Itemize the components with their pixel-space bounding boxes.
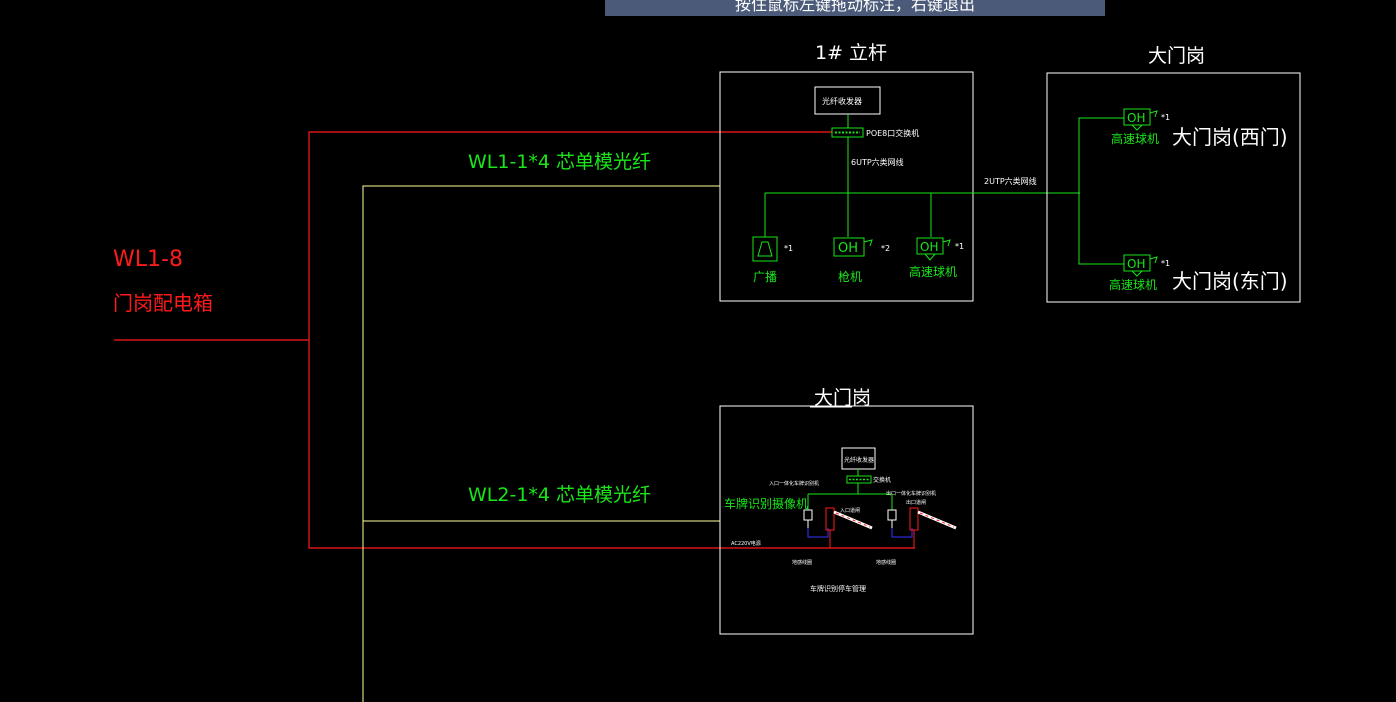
bullet-camera-count: *2	[881, 244, 890, 253]
pole-frame	[719, 71, 974, 302]
right-plate-camera-icon	[887, 509, 897, 528]
right-blue-loop	[891, 528, 913, 538]
left-note: 入口一体化车牌识别机	[769, 480, 819, 487]
east-camera-label: 高速球机	[1109, 277, 1157, 292]
dome-camera-east-icon	[1123, 254, 1158, 277]
gatehouse-title: 大门岗	[1148, 45, 1205, 67]
gate-frame	[719, 405, 974, 635]
west-camera-label: 高速球机	[1111, 131, 1159, 146]
pole-cabinet-label: 光纤收发器	[822, 96, 862, 106]
utp-vertical-label: 6UTP六类网线	[851, 157, 904, 167]
gate-title: 大门岗	[814, 387, 871, 409]
gate-cabinet-label: 光纤收发器	[844, 456, 874, 464]
plate-camera-label: 车牌识别摄像机	[724, 496, 808, 511]
cable-label-wl2: WL2-1*4 芯单模光纤	[468, 484, 651, 506]
parking-system-label: 车牌识别停车管理	[810, 584, 866, 593]
fiber-line-wl1	[362, 185, 720, 702]
west-gate-location: 大门岗(西门)	[1172, 125, 1288, 149]
dome-camera-symbol: OH	[920, 240, 938, 254]
west-camera-symbol: OH	[1127, 111, 1145, 125]
left-blue-loop	[807, 528, 829, 538]
right-barrier-label: 出口道闸	[906, 499, 926, 506]
poe-switch-label: POE8口交换机	[866, 128, 919, 138]
tooltip-text: 按住鼠标左键拖动标注，右键退出	[734, 0, 975, 14]
bullet-camera-icon	[833, 237, 873, 257]
ac-power-label: AC220V电源	[731, 540, 761, 547]
utp-horizontal-label: 2UTP六类网线	[984, 176, 1037, 186]
dome-camera-count: *1	[955, 242, 964, 251]
ground-left-label: 地感线圈	[792, 559, 812, 566]
tooltip-banner: 按住鼠标左键拖动标注，右键退出	[605, 0, 1105, 16]
pole-title: 1# 立杆	[815, 42, 887, 64]
speaker-icon	[752, 236, 778, 262]
east-gate-location: 大门岗(东门)	[1172, 269, 1288, 293]
circuit-label: WL1-8	[113, 247, 183, 272]
cable-label-wl1: WL1-1*4 芯单模光纤	[468, 151, 651, 173]
distribution-box-label: 门岗配电箱	[113, 291, 213, 315]
speaker-label: 广播	[753, 270, 777, 284]
east-camera-count: *1	[1161, 259, 1170, 268]
left-barrier-label: 入口道闸	[840, 507, 860, 514]
east-camera-symbol: OH	[1127, 257, 1145, 271]
gatehouse-frame	[1046, 72, 1301, 303]
gate-switch-label: 交换机	[873, 476, 891, 484]
speaker-count: *1	[784, 244, 793, 253]
left-plate-camera-icon	[803, 509, 813, 528]
red-feeder-lower	[308, 340, 915, 549]
ground-right-label: 地感线圈	[876, 559, 896, 566]
gate-switch-icon	[846, 475, 872, 484]
gatehouse-branch	[1078, 117, 1124, 265]
red-feeder-upper	[308, 131, 832, 340]
right-barrier-icon	[909, 507, 957, 531]
dome-camera-west-icon	[1123, 108, 1158, 131]
right-note: 出口一体化车牌识别机	[886, 490, 936, 497]
dome-camera-icon	[916, 237, 951, 261]
bullet-camera-label: 枪机	[838, 269, 862, 284]
west-camera-count: *1	[1161, 113, 1170, 122]
dome-camera-label: 高速球机	[909, 264, 957, 279]
bullet-camera-symbol: OH	[838, 241, 858, 256]
